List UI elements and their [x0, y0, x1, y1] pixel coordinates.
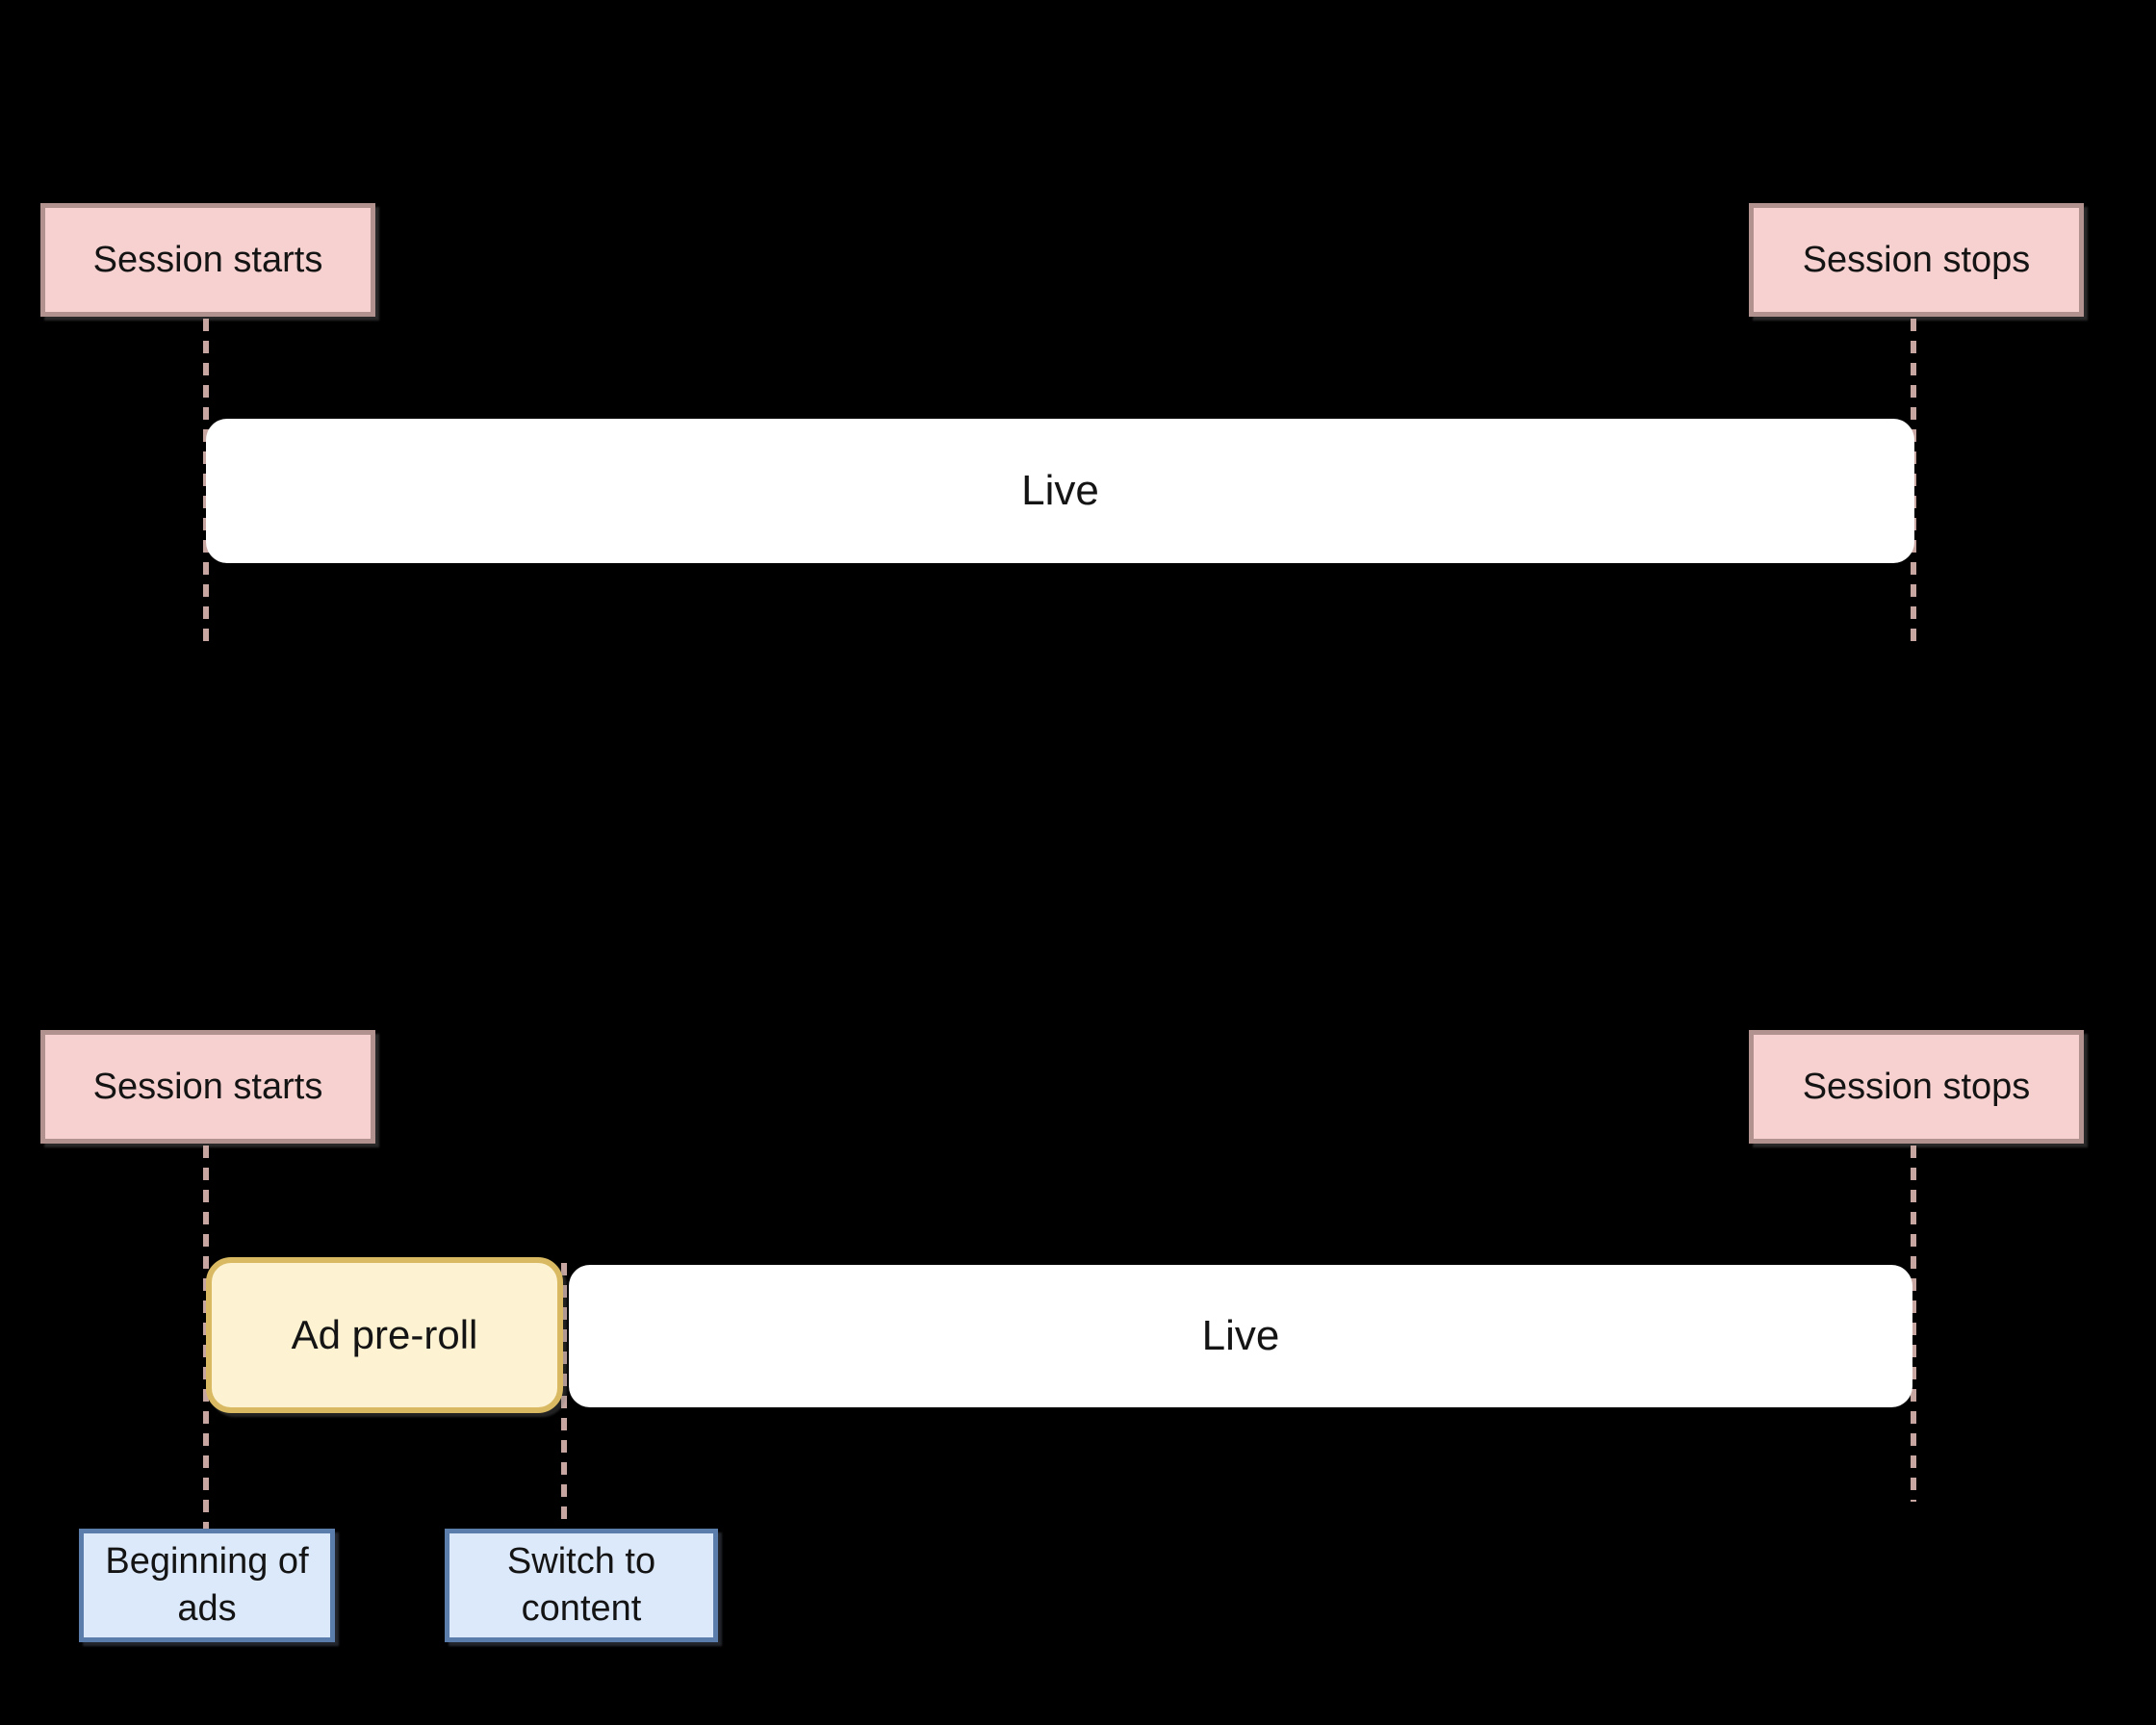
- session-stops-box: Session stops: [1749, 203, 2084, 317]
- session-starts-box: Session starts: [40, 1030, 375, 1144]
- beginning-of-ads-marker: Beginning of ads: [79, 1529, 335, 1642]
- session-stops-box: Session stops: [1749, 1030, 2084, 1144]
- switch-to-content-marker: Switch to content: [445, 1529, 718, 1642]
- live-segment-bar: Live: [569, 1265, 1912, 1407]
- live-segment-bar: Live: [206, 419, 1914, 563]
- switch-to-content-connector-line: [561, 1263, 567, 1529]
- session-starts-box: Session starts: [40, 203, 375, 317]
- session-stop-connector-line: [1911, 1146, 1916, 1502]
- ad-preroll-segment-bar: Ad pre-roll: [206, 1257, 563, 1413]
